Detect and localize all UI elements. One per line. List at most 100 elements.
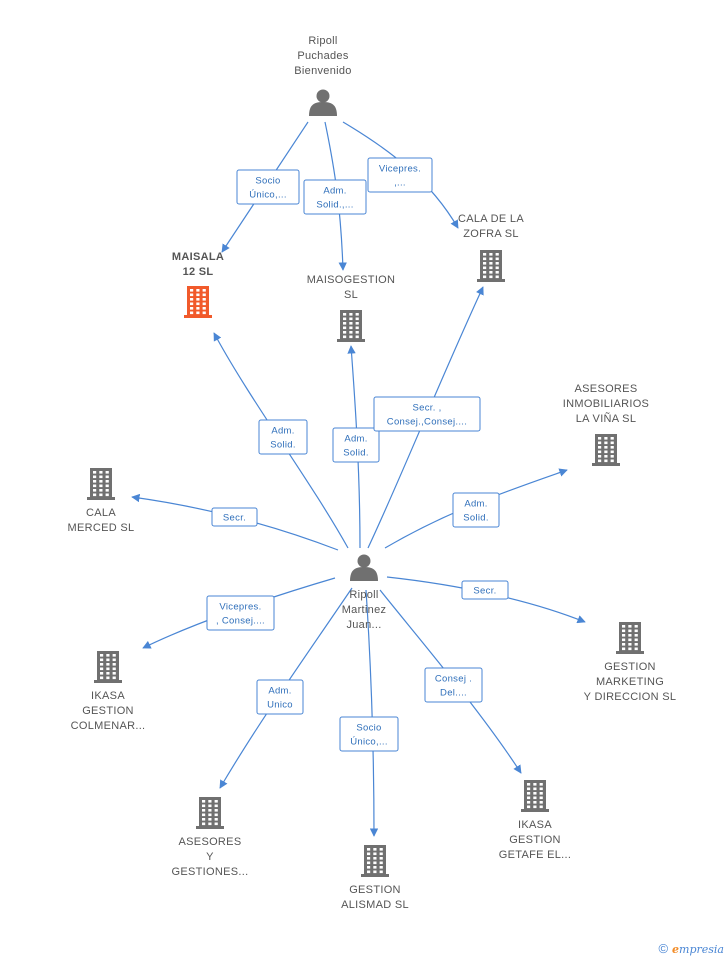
node-cala-merced[interactable]: CALA MERCED SL <box>68 468 135 534</box>
edge-label-text: Solid. <box>463 513 489 524</box>
edge-label-text: Consej.,Consej.... <box>387 417 467 428</box>
node-label: MERCED SL <box>68 522 135 534</box>
edge-label[interactable]: SocioÚnico,... <box>236 169 300 205</box>
edge-label[interactable]: Consej .Del.... <box>424 667 483 703</box>
edge-label-text: Unico <box>267 700 293 711</box>
edge-label-text: Secr. , <box>412 403 441 414</box>
node-label: Y DIRECCION SL <box>584 691 677 703</box>
node-label: Martinez <box>342 604 387 616</box>
edge-label[interactable]: Vicepres.,... <box>367 157 433 193</box>
node-label: CALA DE LA <box>458 213 524 225</box>
node-gestion-alismad[interactable]: GESTION ALISMAD SL <box>341 845 409 911</box>
edge-label-box <box>206 595 275 631</box>
edge-label-text: , Consej.... <box>216 616 265 627</box>
edge-label-box <box>424 667 483 703</box>
building-icon <box>616 622 644 654</box>
building-icon <box>477 250 505 282</box>
node-label: COLMENAR... <box>71 720 146 732</box>
edge-label-box <box>211 507 258 527</box>
person-icon <box>309 89 337 116</box>
node-label: GETAFE EL... <box>499 849 571 861</box>
edge-label-text: Único,... <box>350 737 388 748</box>
node-label: Puchades <box>297 50 349 62</box>
edge-label-text: Adm. <box>323 186 346 197</box>
node-label: INMOBILIARIOS <box>563 398 649 410</box>
edge-label-box <box>236 169 300 205</box>
building-icon <box>337 310 365 342</box>
person-icon <box>350 554 378 581</box>
edge-label-text: Socio <box>356 723 381 734</box>
node-label: Bienvenido <box>294 65 351 77</box>
node-gestion-marketing[interactable]: GESTION MARKETING Y DIRECCION SL <box>584 622 677 703</box>
edge-label-text: Adm. <box>464 499 487 510</box>
edge-label-box <box>461 580 509 600</box>
edge-label[interactable]: Adm. Solid. <box>332 427 380 463</box>
brand-logo[interactable]: empresia <box>672 943 724 956</box>
edge-label-text: Secr. <box>473 586 496 597</box>
footer: ©empresia <box>658 941 724 956</box>
edge-label-box <box>373 396 481 432</box>
node-label: 12 SL <box>183 266 214 278</box>
node-asesores-gestiones[interactable]: ASESORES Y GESTIONES... <box>172 797 249 878</box>
node-maisogestion[interactable]: MAISOGESTION SL <box>307 274 396 342</box>
edge-label[interactable]: Secr. , Consej.,Consej.... <box>373 396 481 432</box>
node-ripoll-martinez[interactable]: RipollMartinezJuan... <box>342 554 387 632</box>
edge-label-text: Solid. <box>343 448 369 459</box>
node-label: ALISMAD SL <box>341 899 409 911</box>
node-label: Ripoll <box>308 35 337 47</box>
node-asesores-vina[interactable]: ASESORES INMOBILIARIOS LA VIÑA SL <box>563 383 649 466</box>
edge-label-box <box>332 427 380 463</box>
building-icon <box>184 286 212 318</box>
node-label: Y <box>206 851 214 863</box>
node-ikasa-colmenar[interactable]: IKASA GESTION COLMENAR... <box>71 651 146 732</box>
edge-label[interactable]: Adm. Solid. <box>452 492 500 528</box>
node-label: GESTION <box>604 661 656 673</box>
edge-labels-layer: SocioÚnico,...Adm.Solid.,...Vicepres.,..… <box>206 157 509 752</box>
edge-label-text: ,... <box>394 178 406 189</box>
building-icon <box>592 434 620 466</box>
node-label: SL <box>344 289 358 301</box>
node-label: Ripoll <box>349 589 378 601</box>
building-icon <box>196 797 224 829</box>
node-label: Juan... <box>346 619 381 631</box>
edge-label-text: Vicepres. <box>379 164 421 175</box>
edge-label[interactable]: Vicepres., Consej.... <box>206 595 275 631</box>
node-label: ZOFRA SL <box>463 228 519 240</box>
edge-label[interactable]: Adm. Solid.,... <box>303 179 367 215</box>
node-label: GESTIONES... <box>172 866 249 878</box>
copyright-icon: © <box>658 941 669 956</box>
nodes-layer: RipollPuchadesBienvenidoRipollMartinezJu… <box>68 35 677 911</box>
edge-label-text: Del.... <box>440 688 467 699</box>
node-label: LA VIÑA SL <box>576 412 636 425</box>
edge-label-text: Solid.,... <box>316 200 353 211</box>
node-label: CALA <box>86 507 116 519</box>
building-icon <box>94 651 122 683</box>
node-label: MAISOGESTION <box>307 274 396 286</box>
edge-label-text: Adm. <box>344 434 367 445</box>
building-icon <box>361 845 389 877</box>
edge-label-text: Adm. <box>268 686 291 697</box>
edge-label[interactable]: SocioÚnico,... <box>339 716 399 752</box>
edge-label[interactable]: Secr. <box>461 580 509 600</box>
edge-label[interactable]: Secr. <box>211 507 258 527</box>
node-label: IKASA <box>91 690 125 702</box>
edge-label-text: Secr. <box>223 513 246 524</box>
node-label: ASESORES <box>179 836 242 848</box>
node-label: GESTION <box>349 884 401 896</box>
edge-label-box <box>367 157 433 193</box>
node-label: GESTION <box>82 705 134 717</box>
node-label: MARKETING <box>596 676 664 688</box>
node-label: ASESORES <box>575 383 638 395</box>
edge-label-box <box>339 716 399 752</box>
building-icon <box>87 468 115 500</box>
edge-label[interactable]: Adm.Solid. <box>258 419 308 455</box>
node-cala-zofra[interactable]: CALA DE LA ZOFRA SL <box>458 213 524 282</box>
edge-label-text: Único,... <box>249 190 287 201</box>
edge-label-box <box>452 492 500 528</box>
edge-label-box <box>256 679 304 715</box>
edge-label[interactable]: Adm. Unico <box>256 679 304 715</box>
